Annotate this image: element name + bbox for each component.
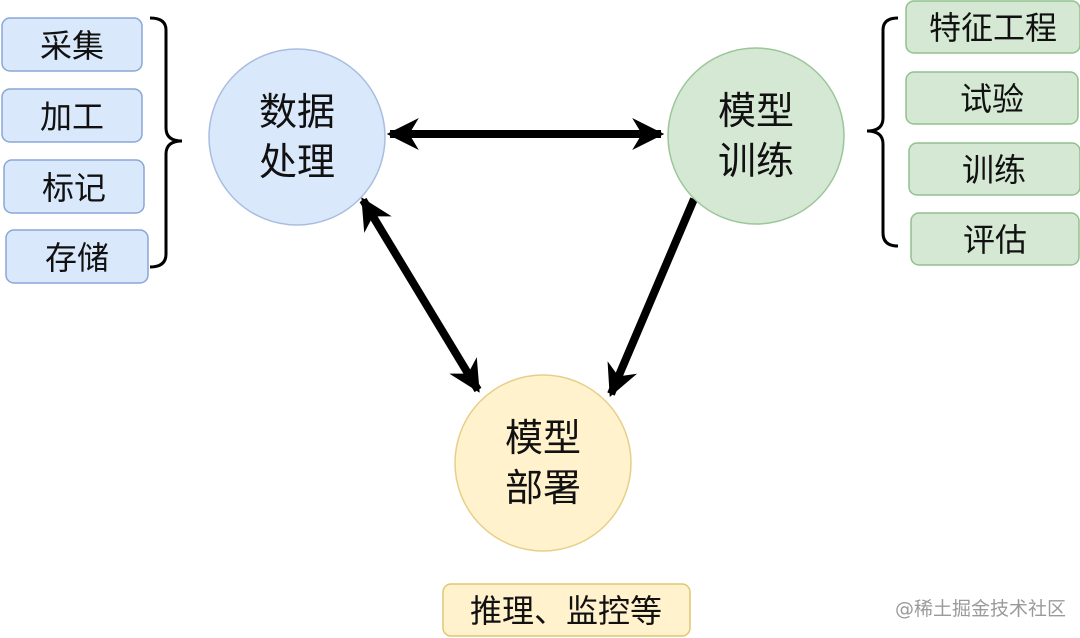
- deployment-note: 推理、监控等: [442, 583, 691, 637]
- right-step-training: 训练: [908, 142, 1080, 196]
- node-circle: [667, 47, 845, 225]
- node-label-line2: 处理: [259, 140, 335, 184]
- right-step-box: [910, 212, 1080, 266]
- left-step-box: [1, 17, 143, 72]
- right-step-feature-engineering: 特征工程: [905, 0, 1080, 54]
- right-step-label: 评估: [963, 221, 1027, 259]
- left-step-label: 采集: [40, 27, 104, 65]
- right-step-label: 试验: [960, 80, 1024, 118]
- left-step-process: 加工: [1, 88, 143, 143]
- right-step-box: [908, 142, 1080, 196]
- deployment-note-label: 推理、监控等: [470, 592, 662, 630]
- node-circle: [454, 374, 632, 552]
- left-step-label: 加工: [40, 98, 104, 136]
- node-model-training: 模型 训练: [667, 47, 845, 225]
- left-steps-group: 采集 加工 标记 存储: [1, 17, 149, 284]
- left-step-label-data: 标记: [3, 159, 145, 214]
- node-model-deployment: 模型 部署: [454, 374, 632, 552]
- left-step-store: 存储: [5, 229, 149, 284]
- right-step-label: 特征工程: [929, 9, 1057, 47]
- left-step-box: [3, 159, 145, 214]
- node-label-line1: 数据: [259, 90, 335, 134]
- right-step-box: [905, 71, 1079, 125]
- right-steps-group: 特征工程 试验 训练 评估: [905, 0, 1080, 266]
- left-step-label: 存储: [45, 239, 109, 277]
- deployment-note-box: [442, 583, 691, 637]
- right-brace: [866, 16, 899, 248]
- node-label-line2: 训练: [718, 139, 794, 183]
- left-brace: [149, 16, 183, 269]
- right-step-experiment: 试验: [905, 71, 1079, 125]
- arrow-data-deployment: [359, 197, 482, 393]
- left-step-collect: 采集: [1, 17, 143, 72]
- node-circle: [208, 48, 386, 226]
- left-step-box: [5, 229, 149, 284]
- node-label-line1: 模型: [505, 416, 581, 460]
- right-step-evaluation: 评估: [910, 212, 1080, 266]
- right-step-label: 训练: [962, 151, 1026, 189]
- node-data-processing: 数据 处理: [208, 48, 386, 226]
- node-label-line2: 部署: [505, 466, 581, 510]
- arrow-training-deployment: [607, 197, 698, 397]
- watermark-text: @稀土掘金技术社区: [895, 598, 1066, 620]
- right-step-box: [905, 0, 1080, 54]
- left-step-label: 标记: [42, 169, 106, 207]
- left-step-box: [1, 88, 143, 143]
- node-label-line1: 模型: [718, 89, 794, 133]
